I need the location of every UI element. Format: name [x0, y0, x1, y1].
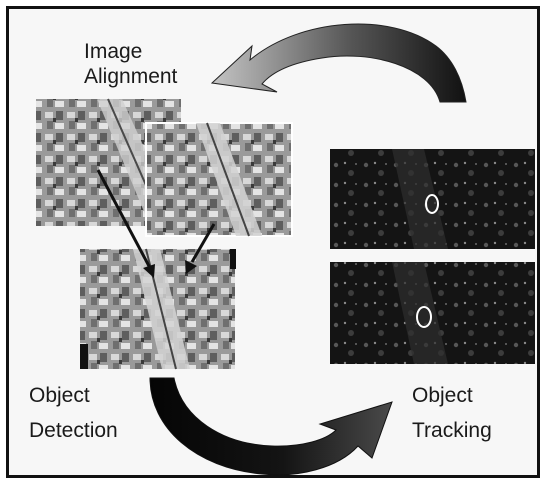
aerial-image-2 — [145, 122, 293, 237]
object-detection-label: Object Detection — [29, 384, 118, 442]
tracking-image-1 — [330, 149, 535, 249]
detection-to-tracking-arrow-icon — [149, 377, 393, 476]
aerial-image-aligned — [80, 248, 236, 370]
tracking-marker-icon — [425, 194, 439, 214]
object-tracking-label: Object Tracking — [412, 384, 492, 442]
image-alignment-label: Image Alignment — [84, 40, 178, 88]
tracking-image-2 — [330, 262, 535, 364]
alignment-arrow-icon — [210, 23, 467, 103]
alignment-line-1 — [96, 169, 155, 278]
tracking-marker-icon — [416, 306, 432, 328]
alignment-line-2 — [185, 223, 216, 274]
